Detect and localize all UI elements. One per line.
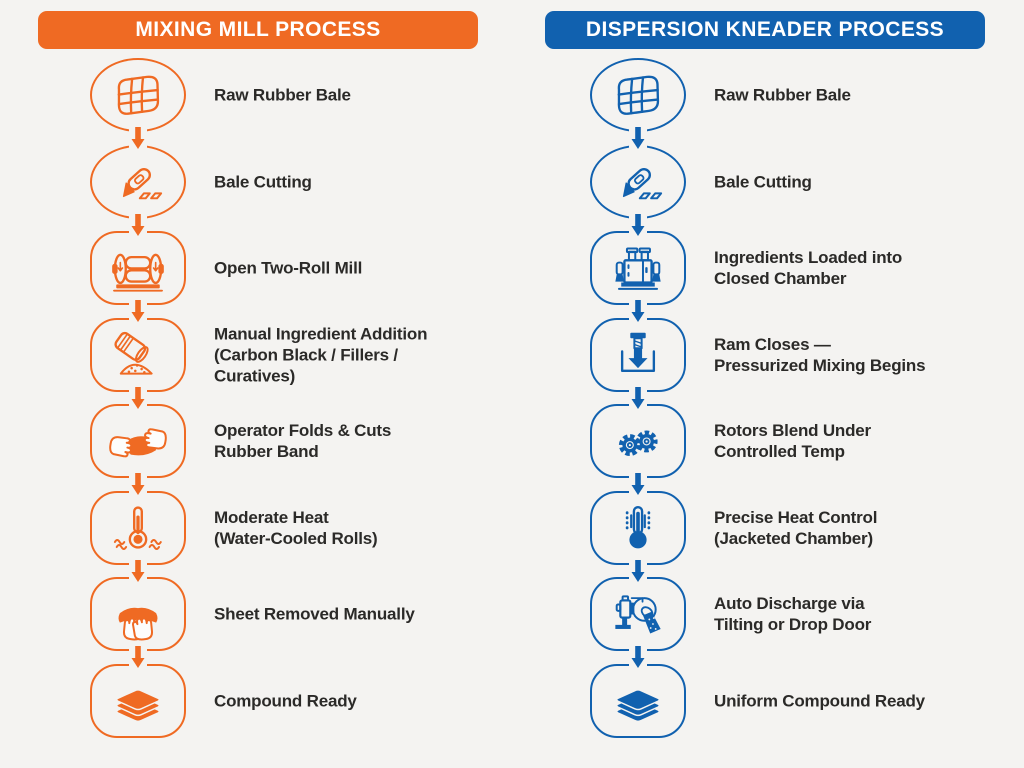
step-badge	[590, 145, 686, 219]
rubber-bale-icon	[117, 75, 160, 115]
compound-stack-icon	[615, 688, 661, 723]
step-badge	[590, 664, 686, 738]
step-label: Raw Rubber Bale	[214, 85, 351, 105]
step-ingredients-loaded: Ingredients Loaded into Closed Chamber	[538, 231, 978, 322]
column-title: DISPERSION KNEADER PROCESS	[585, 18, 945, 41]
step-label: Sheet Removed Manually	[214, 604, 415, 624]
bale-cutter-icon	[116, 165, 163, 201]
step-label: Manual Ingredient Addition (Carbon Black…	[214, 324, 428, 386]
dispersion-kneader-column: DISPERSION KNEADER PROCESS Raw Rubber Ba…	[538, 0, 985, 768]
step-badge	[590, 491, 686, 565]
down-arrow-icon	[90, 646, 186, 668]
step-badge	[90, 404, 186, 478]
down-arrow-icon	[590, 387, 686, 409]
step-badge	[90, 491, 186, 565]
step-badge	[90, 577, 186, 651]
step-badge	[590, 231, 686, 305]
two-roll-mill-icon	[111, 253, 165, 292]
step-raw-rubber-bale: Raw Rubber Bale	[538, 58, 978, 149]
step-label: Bale Cutting	[714, 172, 812, 192]
compound-stack-icon	[115, 688, 161, 723]
step-ingredient-addition: Manual Ingredient Addition (Carbon Black…	[38, 318, 478, 409]
step-badge	[590, 404, 686, 478]
step-uniform-compound-ready: Uniform Compound Ready	[538, 664, 978, 750]
hands-stretch-icon	[117, 606, 159, 643]
auto-discharge-icon	[614, 595, 662, 635]
rubber-bale-icon	[617, 75, 660, 115]
down-arrow-icon	[90, 300, 186, 322]
mixing-mill-header: MIXING MILL PROCESS	[38, 11, 478, 49]
step-raw-rubber-bale: Raw Rubber Bale	[38, 58, 478, 149]
step-bale-cutting: Bale Cutting	[538, 145, 978, 236]
step-label: Ingredients Loaded into Closed Chamber	[714, 248, 903, 288]
step-badge	[90, 664, 186, 738]
step-compound-ready: Compound Ready	[38, 664, 478, 750]
down-arrow-icon	[90, 473, 186, 495]
step-label: Operator Folds & Cuts Rubber Band	[214, 421, 392, 461]
closed-chamber-icon	[614, 247, 662, 291]
step-badge	[590, 58, 686, 132]
step-precise-heat: Precise Heat Control (Jacketed Chamber)	[538, 491, 978, 582]
step-badge	[590, 577, 686, 651]
step-label: Precise Heat Control (Jacketed Chamber)	[714, 508, 878, 548]
step-badge	[590, 318, 686, 392]
step-label: Open Two-Roll Mill	[214, 258, 363, 278]
ingredient-pour-icon	[112, 330, 153, 375]
bale-cutter-icon	[616, 165, 663, 201]
step-rotors-blend: Rotors Blend Under Controlled Temp	[538, 404, 978, 495]
step-label: Compound Ready	[214, 691, 357, 711]
down-arrow-icon	[90, 127, 186, 149]
hands-fold-icon	[109, 426, 167, 460]
step-auto-discharge: Auto Discharge via Tilting or Drop Door	[538, 577, 978, 668]
ram-press-icon	[620, 331, 656, 373]
step-badge	[90, 58, 186, 132]
down-arrow-icon	[90, 560, 186, 582]
mixing-mill-column: MIXING MILL PROCESS Raw Rubber Bale Bale…	[38, 0, 478, 768]
step-label: Uniform Compound Ready	[714, 691, 925, 711]
step-moderate-heat: Moderate Heat (Water-Cooled Rolls)	[38, 491, 478, 582]
down-arrow-icon	[90, 387, 186, 409]
step-label: Rotors Blend Under Controlled Temp	[714, 421, 871, 461]
step-label: Ram Closes — Pressurized Mixing Begins	[714, 335, 926, 375]
step-label: Moderate Heat (Water-Cooled Rolls)	[214, 508, 378, 548]
step-badge	[90, 231, 186, 305]
column-title: MIXING MILL PROCESS	[135, 18, 381, 41]
step-badge	[90, 318, 186, 392]
step-badge	[90, 145, 186, 219]
down-arrow-icon	[590, 300, 686, 322]
step-sheet-removed: Sheet Removed Manually	[38, 577, 478, 668]
step-two-roll-mill: Open Two-Roll Mill	[38, 231, 478, 322]
step-label: Raw Rubber Bale	[714, 85, 851, 105]
down-arrow-icon	[590, 127, 686, 149]
down-arrow-icon	[590, 473, 686, 495]
down-arrow-icon	[590, 214, 686, 236]
down-arrow-icon	[590, 646, 686, 668]
dispersion-kneader-header: DISPERSION KNEADER PROCESS	[545, 11, 985, 49]
thermometer-waves-icon	[113, 505, 163, 551]
step-operator-folds: Operator Folds & Cuts Rubber Band	[38, 404, 478, 495]
step-bale-cutting: Bale Cutting	[38, 145, 478, 236]
step-label: Auto Discharge via Tilting or Drop Door	[714, 594, 872, 634]
down-arrow-icon	[590, 560, 686, 582]
thermometer-jacket-icon	[625, 505, 651, 551]
down-arrow-icon	[90, 214, 186, 236]
rotors-icon	[609, 412, 667, 470]
step-ram-closes: Ram Closes — Pressurized Mixing Begins	[538, 318, 978, 409]
step-label: Bale Cutting	[214, 172, 312, 192]
